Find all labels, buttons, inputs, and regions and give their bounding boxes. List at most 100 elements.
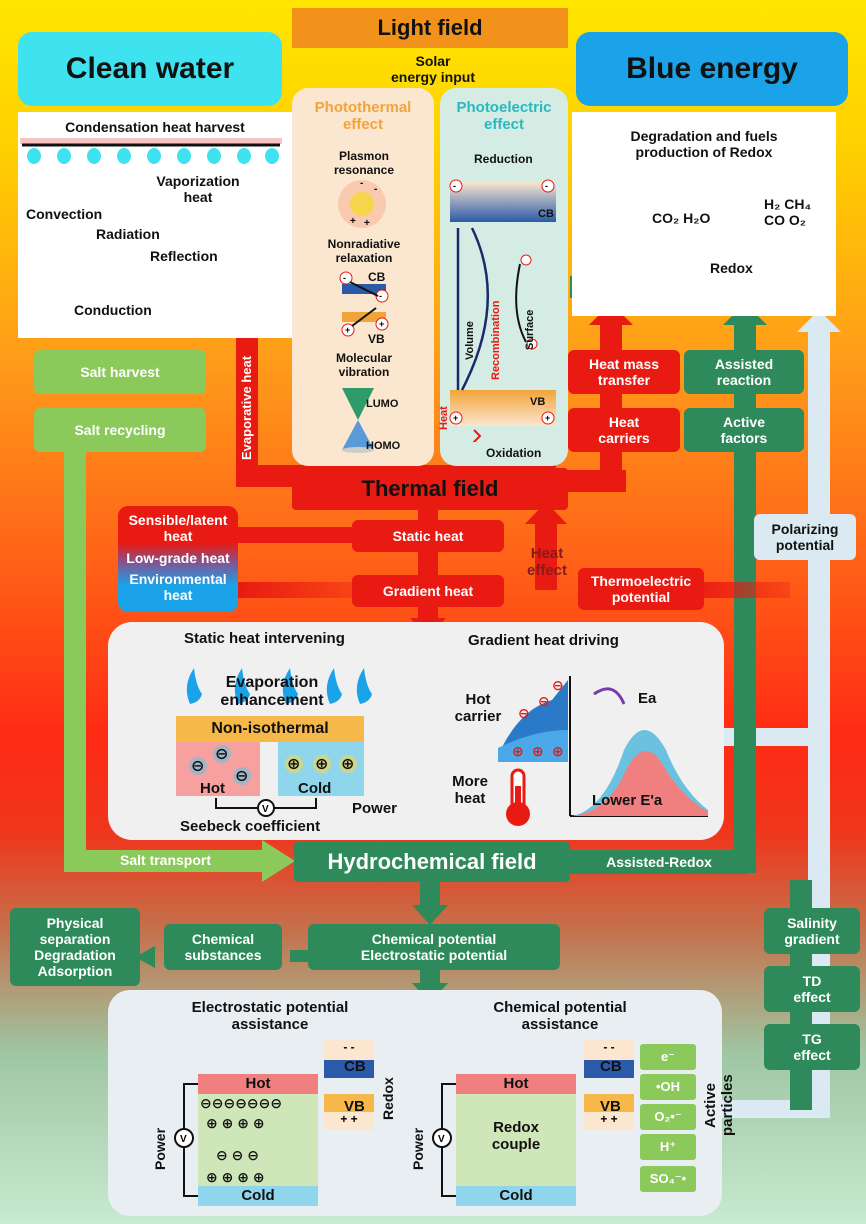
svg-text:⊕: ⊕ bbox=[512, 743, 524, 759]
degradation-label: Degradation and fuels production of Redo… bbox=[630, 127, 778, 160]
active-factors-box: Active factors bbox=[684, 408, 804, 452]
svg-text:⊕: ⊕ bbox=[532, 743, 544, 759]
particle-sulfate: SO₄⁻• bbox=[640, 1166, 696, 1192]
svg-text:⊕: ⊕ bbox=[315, 756, 328, 773]
vaporization-label: Vaporization heat bbox=[156, 172, 240, 205]
band-mini-diagram: - - + + bbox=[339, 271, 389, 337]
particle-hydroxyl: •OH bbox=[640, 1074, 696, 1100]
redox-couple-label: Redox couple bbox=[491, 1118, 541, 1153]
assisted-reaction-box: Assisted reaction bbox=[684, 350, 804, 394]
electrostatic-title: Electrostatic potential assistance bbox=[191, 998, 349, 1033]
cp-power-label: Power bbox=[410, 1127, 426, 1170]
ea-label: Ea bbox=[638, 690, 657, 707]
svg-text:⊖: ⊖ bbox=[538, 693, 550, 709]
svg-text:⊖: ⊖ bbox=[518, 705, 530, 721]
homo-label: HOMO bbox=[366, 440, 401, 452]
pe-cb-label: CB bbox=[538, 208, 554, 220]
svg-text:⊕ ⊕ ⊕ ⊕: ⊕ ⊕ ⊕ ⊕ bbox=[206, 1115, 265, 1131]
hot-label: Hot bbox=[200, 780, 225, 797]
pt-vb-label: VB bbox=[368, 332, 385, 346]
svg-text:V: V bbox=[180, 1134, 187, 1145]
td-effect-box: TD effect bbox=[764, 966, 860, 1012]
es-band: - - + + bbox=[324, 1040, 374, 1130]
gradient-heat-box: Gradient heat bbox=[352, 575, 504, 607]
heat-carriers-box: Heat carriers bbox=[568, 408, 680, 452]
es-ions: ⊖⊖⊖⊖⊖⊖⊖ ⊕ ⊕ ⊕ ⊕ ⊖ ⊖ ⊖ ⊕ ⊕ ⊕ ⊕ bbox=[200, 1095, 282, 1185]
cp-band: - - + + bbox=[584, 1040, 634, 1130]
svg-text:-: - bbox=[343, 273, 346, 283]
svg-text:⊕ ⊕ ⊕ ⊕: ⊕ ⊕ ⊕ ⊕ bbox=[206, 1169, 265, 1185]
svg-text:+: + bbox=[453, 413, 458, 423]
hydro-field-title: Hydrochemical field bbox=[294, 842, 570, 882]
vapor-label: Vapor bbox=[242, 240, 256, 274]
redox-label: Redox bbox=[710, 260, 753, 276]
thermometer-icon bbox=[506, 768, 530, 826]
co2-h2o-label: CO₂ H₂O bbox=[652, 210, 711, 226]
es-cell bbox=[198, 1074, 318, 1204]
svg-text:V: V bbox=[438, 1134, 445, 1145]
svg-text:⊖⊖⊖⊖⊖⊖⊖: ⊖⊖⊖⊖⊖⊖⊖ bbox=[200, 1095, 282, 1111]
heat-mass-box: Heat mass transfer bbox=[568, 350, 680, 394]
svg-text:⊖: ⊖ bbox=[191, 758, 204, 775]
environmental-label: Environmental heat bbox=[129, 570, 227, 603]
thermoelectric-box: Thermoelectric potential bbox=[578, 568, 704, 610]
plasmon-label: Plasmon resonance bbox=[333, 149, 395, 177]
low-grade-label: Low-grade heat bbox=[126, 549, 230, 566]
active-particles-label: Active particles bbox=[702, 1074, 736, 1136]
svg-text:-: - bbox=[379, 291, 382, 301]
svg-text:⊖: ⊖ bbox=[552, 677, 564, 693]
cp-cold-label: Cold bbox=[456, 1186, 576, 1206]
es-hot-label: Hot bbox=[198, 1074, 318, 1094]
svg-text:-: - bbox=[545, 181, 548, 191]
particle-superoxide: O₂•⁻ bbox=[640, 1104, 696, 1130]
salt-recycling-box: Salt recycling bbox=[34, 408, 206, 452]
es-cb-label: CB bbox=[344, 1058, 366, 1075]
lightgreen-connector bbox=[64, 450, 86, 870]
svg-text:⊕: ⊕ bbox=[287, 756, 300, 773]
blue-energy-title: Blue energy bbox=[576, 32, 848, 106]
lumo-homo-diagram bbox=[342, 388, 374, 453]
svg-text:⊕: ⊕ bbox=[341, 756, 354, 773]
svg-text:V: V bbox=[262, 804, 269, 815]
cp-hot-label: Hot bbox=[456, 1074, 576, 1094]
clean-water-title: Clean water bbox=[18, 32, 282, 106]
svg-text:+: + bbox=[350, 216, 356, 227]
es-cold-label: Cold bbox=[198, 1186, 318, 1206]
gradient-driving-title: Gradient heat driving bbox=[468, 632, 619, 649]
es-circuit: V bbox=[174, 1083, 198, 1197]
pe-vb-label: VB bbox=[530, 396, 546, 408]
svg-text:+: + bbox=[379, 319, 384, 329]
reduction-label: Reduction bbox=[474, 152, 533, 166]
recombination-label: Recombination bbox=[490, 300, 502, 380]
svg-text:⊕: ⊕ bbox=[552, 743, 564, 759]
condensation-plate bbox=[20, 138, 282, 164]
convection-label: Convection bbox=[26, 206, 103, 222]
lumo-label: LUMO bbox=[366, 398, 399, 410]
chemical-substances-box: Chemical substances bbox=[164, 924, 282, 970]
oxidation-label: Oxidation bbox=[486, 446, 542, 460]
photoelectric-title: Photoelectric effect bbox=[456, 98, 552, 133]
reflection-label: Reflection bbox=[150, 248, 218, 264]
cold-label: Cold bbox=[298, 780, 332, 797]
thermal-field-title: Thermal field bbox=[292, 468, 568, 510]
plasmon-particle: -- ++ bbox=[338, 178, 386, 229]
salt-transport-label: Salt transport bbox=[120, 852, 212, 868]
tg-effect-box: TG effect bbox=[764, 1024, 860, 1070]
power-label: Power bbox=[352, 800, 398, 817]
physical-box: Physical separation Degradation Adsorpti… bbox=[10, 908, 140, 986]
non-isothermal-label: Non-isothermal bbox=[176, 716, 364, 742]
svg-text:-: - bbox=[360, 178, 363, 189]
svg-text:⊖: ⊖ bbox=[215, 746, 228, 763]
potentials-box: Chemical potential Electrostatic potenti… bbox=[308, 924, 560, 970]
surface-label: Surface bbox=[524, 309, 536, 350]
svg-text:⊖: ⊖ bbox=[235, 768, 248, 785]
svg-text:+: + bbox=[345, 325, 350, 335]
particle-proton: H⁺ bbox=[640, 1134, 696, 1160]
light-field-title: Light field bbox=[292, 8, 568, 48]
cp-circuit: V bbox=[432, 1083, 456, 1197]
assisted-redox-label: Assisted-Redox bbox=[570, 850, 748, 874]
species-label: •OH O₂•⁻ H⁺ e⁻ bbox=[576, 279, 669, 294]
salinity-box: Salinity gradient bbox=[764, 908, 860, 954]
svg-text:-: - bbox=[453, 181, 456, 191]
svg-text:⊖ ⊖ ⊖: ⊖ ⊖ ⊖ bbox=[216, 1147, 259, 1163]
